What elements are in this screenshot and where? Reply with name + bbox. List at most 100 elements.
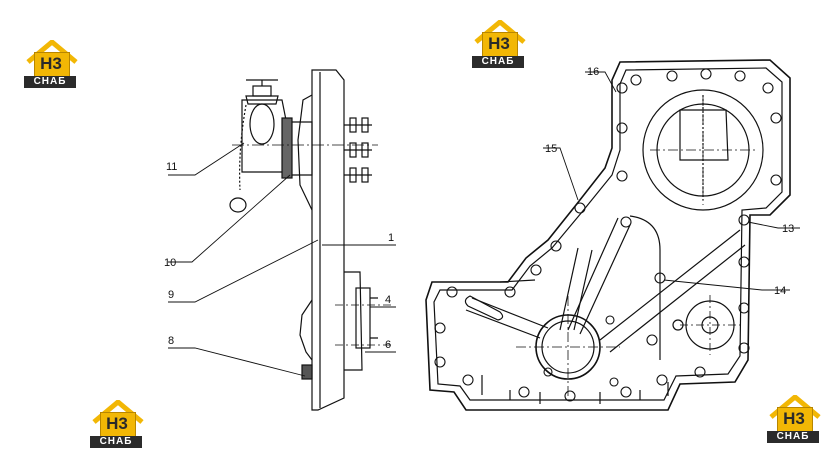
logo-monogram: H3 [106,414,128,433]
brand-logo: H3 CHAБ [765,395,821,445]
front-view [425,59,791,411]
bolt-hole [504,286,516,298]
bolt-hole [434,356,446,368]
bolt-hole [434,322,446,334]
leader-13 [747,221,800,229]
bolt-hole [446,286,458,298]
bolt-hole [738,342,750,354]
bolt-hole [543,367,553,377]
logo-monogram: H3 [40,54,62,73]
callout-10: 10 [164,257,176,269]
lower-block [344,271,363,371]
pump-centerlines [680,295,740,355]
slot [499,279,536,283]
leader-10 [168,174,291,263]
bolt-hole [620,386,632,398]
pump-bore [685,300,735,350]
brand-logo: H3 CHAБ [88,400,144,450]
filler-centerlines [650,96,756,205]
rib-horizontal [465,297,549,339]
cap-base [245,95,279,105]
bolt-hole [694,366,706,378]
logo-monogram: H3 [488,34,510,53]
callout-1: 1 [388,232,394,244]
bolt-hole [616,122,628,134]
bolt-hole [550,240,562,252]
bolt-hole [620,216,632,228]
cover-plate [311,69,345,411]
bolt-hole [738,214,750,226]
bolt-hole [654,272,666,284]
brand-logo: H3 CHAБ [470,20,526,70]
filler-bore-circle [642,89,764,211]
bolt-hole [609,377,619,387]
cap-handle [246,79,278,86]
rib-upper [567,217,631,335]
leader-11 [168,142,245,176]
housing-outline [425,59,791,411]
bolt-hole [518,386,530,398]
filler-cap [252,85,272,97]
logo-name: CHAБ [90,436,142,448]
lower-bolts [370,297,378,339]
drain-plug [301,364,313,380]
filler-body [679,109,729,161]
leader-14 [663,279,790,291]
bolt-hole [666,70,678,82]
bolt-hole [770,174,782,186]
leader-15 [543,147,579,201]
bolt-hole [646,334,658,346]
bolt-hole [656,374,668,386]
bolt-hole [700,68,712,80]
bolt-holes [434,68,782,402]
brand-logo: H3 CHAБ [22,40,78,90]
logo-badge [34,52,70,78]
lower-cover [355,287,371,349]
callout-11: 11 [166,161,177,173]
bottom-ribs [481,375,669,404]
logo-badge [777,407,813,433]
filler-neck [241,99,287,173]
logo-name: CHAБ [472,56,524,68]
bolt-hole [770,112,782,124]
top-bolts [344,117,372,183]
callout-13: 13 [782,223,794,235]
bolt-hole [616,170,628,182]
logo-name: CHAБ [24,76,76,88]
leader-8 [168,347,306,377]
bolt-hole [738,302,750,314]
shaft-centerlines [516,296,620,398]
leader-9 [168,239,319,303]
bolt-hole [762,82,774,94]
small-boss [672,319,684,331]
gasket-outline [433,67,783,401]
bolt-hole [734,70,746,82]
plate-bulge [297,94,313,211]
bolt-hole [738,256,750,268]
bolt-hole [462,374,474,386]
callout-16: 16 [587,66,599,78]
chain-ring [229,197,247,213]
bolt-hole [574,202,586,214]
bolt-hole [630,74,642,86]
leader-16 [585,71,617,93]
logo-monogram: H3 [783,409,805,428]
cap-chain [239,104,247,191]
plate-lower-bulge [299,299,313,361]
callout-15: 15 [545,143,557,155]
filler-bend [249,103,275,145]
bolt-hole [564,390,576,402]
callout-14: 14 [774,285,786,297]
side-view [229,69,392,411]
callout-6: 6 [385,339,391,351]
bolt-hole [605,315,615,325]
callout-labels: 1 4 6 8 9 10 11 13 14 15 16 [164,66,794,351]
bolt-hole [530,264,542,276]
logo-name: CHAБ [767,431,819,443]
bolt-hole [616,82,628,94]
rib-right [599,229,746,353]
callout-4: 4 [385,294,391,306]
oval-slot [464,295,504,321]
